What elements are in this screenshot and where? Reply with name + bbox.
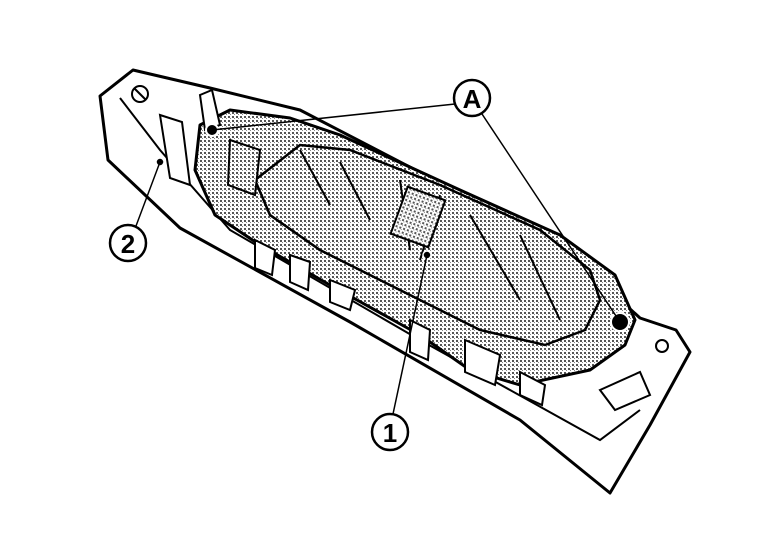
callout-2-label: 2 [121,229,135,259]
callout-1-label: 1 [383,418,397,448]
callout-a-label: A [463,84,482,114]
callout-a: A [452,78,492,118]
callout-1: 1 [370,412,410,452]
callout-2: 2 [108,223,148,263]
